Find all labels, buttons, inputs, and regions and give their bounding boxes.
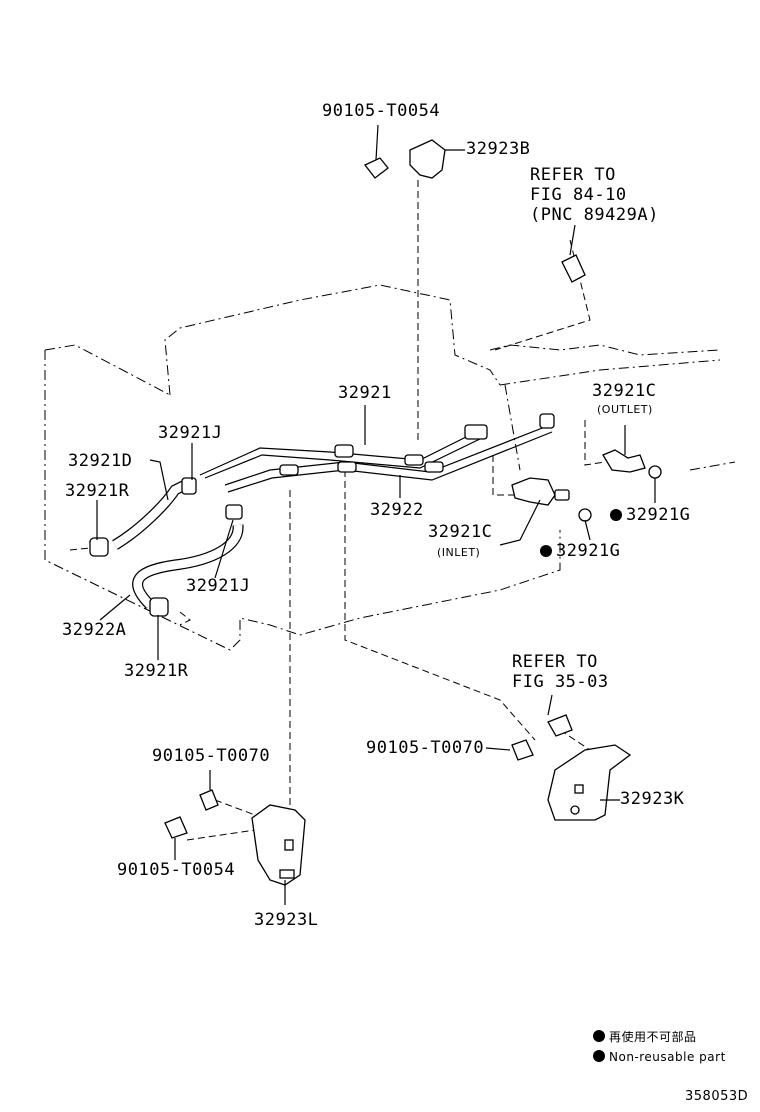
- part-label-90105-t0070: 90105-T0070: [152, 746, 271, 766]
- part-label-32921c-outlet: 32921C: [592, 381, 657, 401]
- part-label-32923k: 32923K: [620, 789, 685, 809]
- part-label-90105-t0070-mid: 90105-T0070: [366, 738, 485, 758]
- refer-to-label-2: REFER TO: [512, 652, 598, 672]
- part-label-32923l: 32923L: [254, 910, 319, 930]
- legend-japanese: 再使用不可部品: [593, 1030, 697, 1043]
- part-label-32921d: 32921D: [68, 451, 133, 471]
- part-label-32923b: 32923B: [466, 139, 531, 159]
- part-label-32921r: 32921R: [65, 481, 130, 501]
- non-reusable-dot-icon: [593, 1050, 605, 1062]
- part-label-32921g: 32921G: [610, 507, 690, 524]
- non-reusable-dot-icon: [593, 1030, 605, 1042]
- part-label-32921j-lower: 32921J: [186, 576, 251, 596]
- part-label-32921g-inlet: 32921G: [540, 543, 620, 560]
- part-label-90105-t0054-lower: 90105-T0054: [117, 860, 236, 880]
- part-label-90105-t0054: 90105-T0054: [322, 101, 441, 121]
- diagram-id: 358053D: [685, 1089, 749, 1104]
- part-label-32921j: 32921J: [158, 423, 223, 443]
- part-label-32921c-inlet: 32921C: [428, 522, 493, 542]
- refer-to-label: REFER TO: [530, 165, 616, 185]
- outlet-label: (OUTLET): [597, 403, 653, 416]
- part-label-32921r-lower: 32921R: [124, 661, 189, 681]
- refer-pnc-label: (PNC 89429A): [530, 205, 659, 225]
- refer-fig-label-2: FIG 35-03: [512, 672, 609, 692]
- legend-english: Non-reusable part: [593, 1050, 726, 1063]
- non-reusable-dot-icon: [540, 545, 552, 557]
- refer-fig-label: FIG 84-10: [530, 185, 627, 205]
- part-label-32922: 32922: [370, 500, 424, 520]
- inlet-label: (INLET): [437, 546, 481, 559]
- non-reusable-dot-icon: [610, 509, 622, 521]
- part-label-32921: 32921: [338, 383, 392, 403]
- part-label-32922a: 32922A: [62, 620, 127, 640]
